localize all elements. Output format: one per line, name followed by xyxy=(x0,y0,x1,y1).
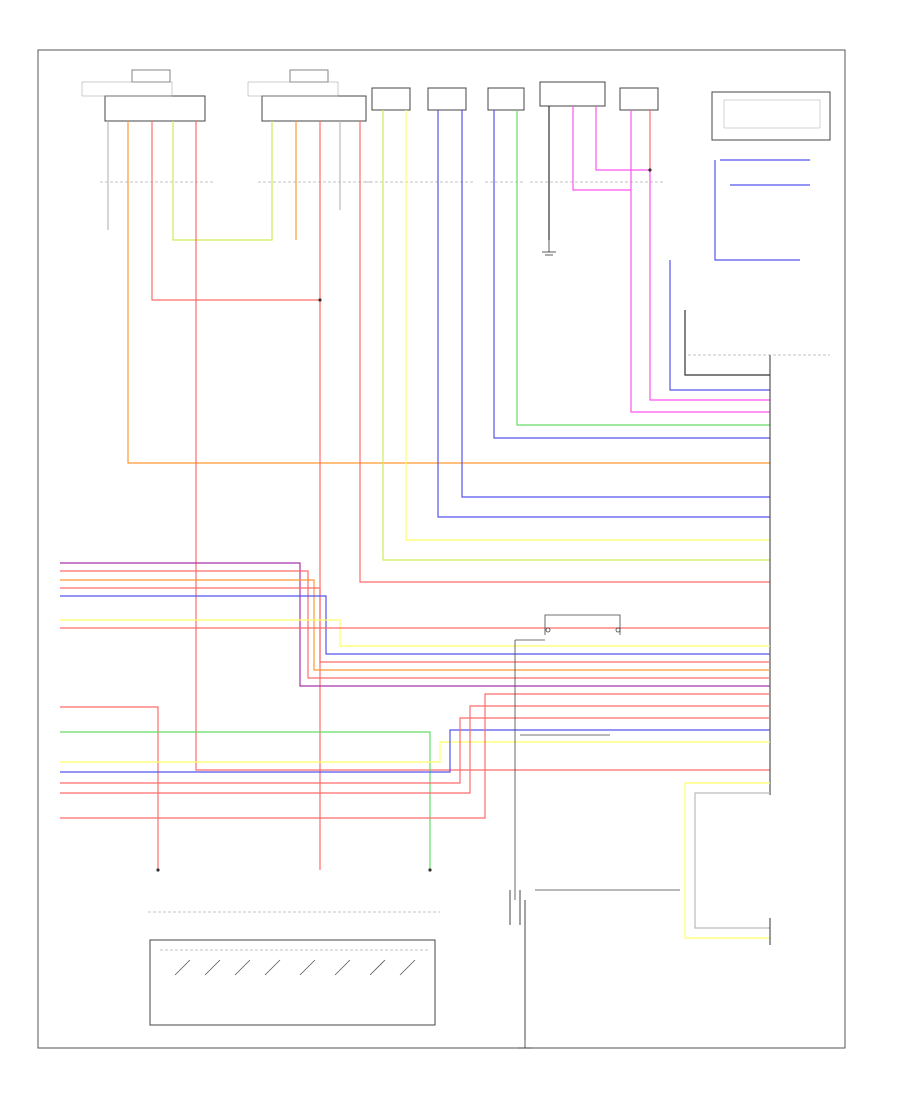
wire-blue-8 xyxy=(60,595,770,655)
wire-blue-9 xyxy=(60,729,770,773)
wire-blue-1 xyxy=(437,110,770,518)
wire-black-2 xyxy=(684,310,770,376)
wire-yellow-4 xyxy=(684,782,770,939)
splice-dots xyxy=(156,168,652,872)
main-module-connector xyxy=(688,354,830,795)
lin-bus-module xyxy=(539,81,606,107)
wire-blue-7 xyxy=(669,260,770,391)
wire-red-6 xyxy=(60,570,770,679)
wire-red-4 xyxy=(359,121,770,583)
lower-right-connector xyxy=(684,782,771,945)
audio-control-switch xyxy=(149,939,436,1026)
wire-pink-1 xyxy=(572,106,631,191)
diagram-border xyxy=(37,49,846,1049)
left-front-sensor xyxy=(427,87,467,111)
wire-yellow-1 xyxy=(405,110,770,541)
wire-orange-1 xyxy=(127,121,770,464)
wire-green-2 xyxy=(60,731,431,870)
center-sensor-1 xyxy=(487,87,525,111)
left-seat-heater-module xyxy=(247,69,367,122)
wire-red-2 xyxy=(195,121,770,771)
wires-left xyxy=(60,562,770,870)
wire-pink-2 xyxy=(595,106,770,401)
wire-red-10 xyxy=(60,705,770,794)
ground-point-2 xyxy=(518,1040,532,1049)
wires-top xyxy=(107,106,810,870)
fuse-block-box xyxy=(711,91,831,141)
wire-green-1 xyxy=(516,110,770,426)
ground-point-1 xyxy=(542,240,556,256)
wire-blue-6 xyxy=(714,160,800,261)
steering-column-harness xyxy=(509,890,526,1040)
internal-switch-block xyxy=(514,614,680,900)
wire-red-11 xyxy=(60,693,770,819)
wire-blue-2 xyxy=(461,110,770,498)
wire-pink-3 xyxy=(630,110,770,413)
wire-orange-3 xyxy=(60,579,770,671)
wire-gray-3 xyxy=(694,792,770,929)
wire-purple-1 xyxy=(60,562,770,687)
wire-pink-4 xyxy=(60,587,770,663)
wire-blue-3 xyxy=(493,110,770,439)
wire-lime-2 xyxy=(382,110,770,561)
wire-yellow-2 xyxy=(60,619,770,647)
wire-red-8 xyxy=(60,706,159,870)
center-sensor-2 xyxy=(619,87,659,111)
right-front-sensor xyxy=(371,87,411,111)
wire-yellow-3 xyxy=(60,741,770,763)
right-seat-heater-module xyxy=(81,69,206,122)
wire-red-9 xyxy=(60,717,770,784)
wire-red-1 xyxy=(151,121,321,870)
wire-lime-1 xyxy=(172,121,273,241)
